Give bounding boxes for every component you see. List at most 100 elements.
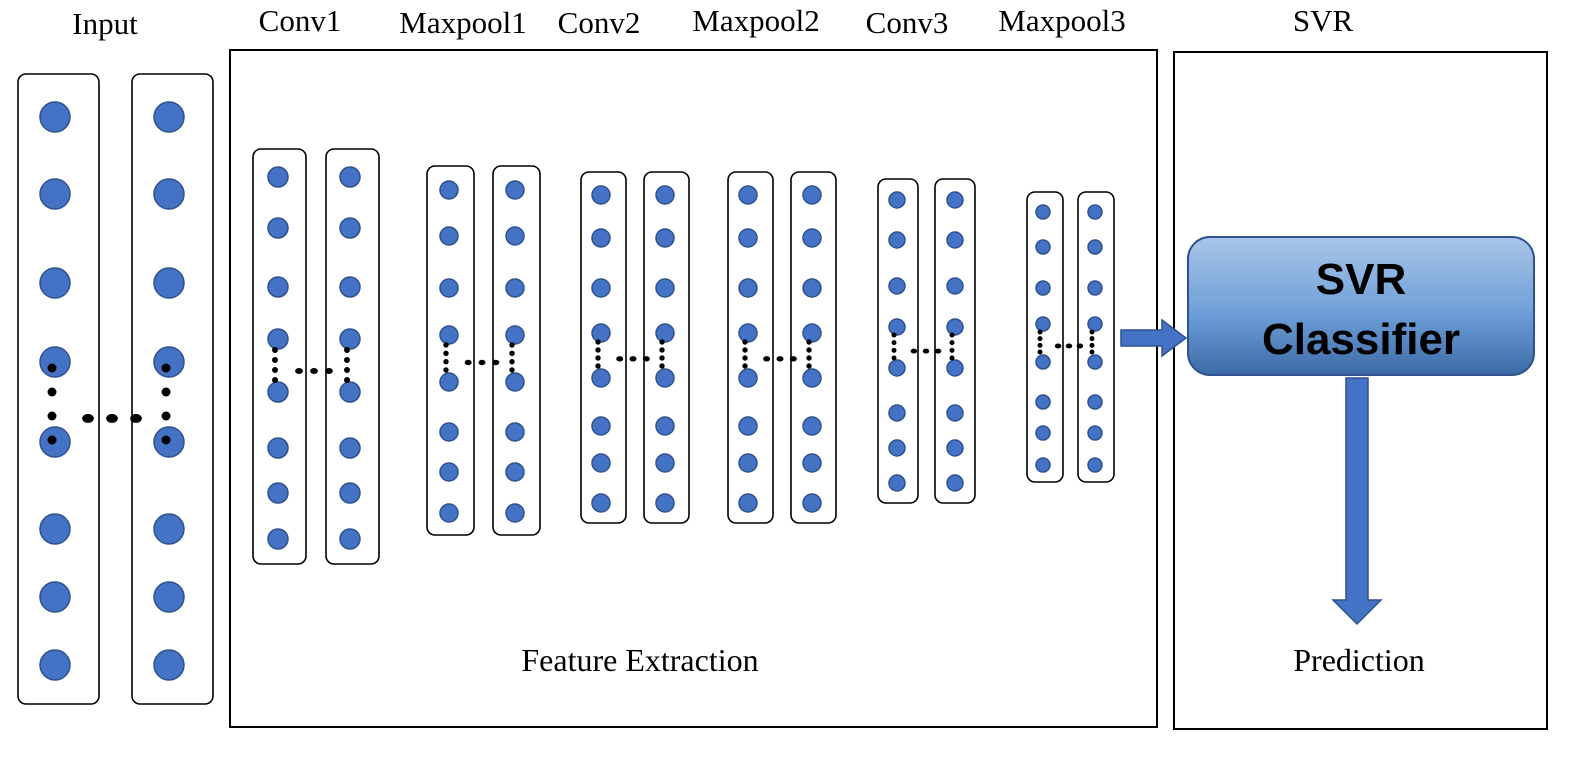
input-column-2 [131, 73, 214, 705]
input-node [39, 101, 71, 133]
feature-extraction-label: Feature Extraction [521, 642, 758, 678]
conv3-column-1 [877, 178, 919, 504]
conv1-ellipsis-dot [272, 347, 278, 353]
conv3-node [888, 474, 906, 492]
input-column-1 [17, 73, 100, 705]
conv1-node [267, 166, 289, 188]
maxpool1-node [439, 372, 459, 392]
maxpool3-node [1087, 204, 1103, 220]
prediction-label: Prediction [1293, 642, 1425, 678]
conv3-ellipsis-dot [922, 348, 930, 354]
maxpool3-column-2 [1077, 191, 1115, 483]
conv3-node [888, 231, 906, 249]
maxpool2-ellipsis-dot [742, 339, 748, 345]
conv3-node [946, 277, 964, 295]
maxpool2-node [802, 368, 822, 388]
conv1-ellipsis-dot [272, 357, 278, 363]
conv1-label: Conv1 [259, 3, 342, 38]
conv2-label: Conv2 [558, 5, 641, 40]
maxpool1-ellipsis-dot [509, 350, 515, 357]
conv1-node [339, 381, 361, 403]
conv2-node [591, 453, 611, 473]
maxpool1-node [439, 180, 459, 200]
conv2-node [591, 368, 611, 388]
maxpool1-node [505, 278, 525, 298]
conv3-node [946, 359, 964, 377]
conv3-node [946, 231, 964, 249]
maxpool2-ellipsis-dot [789, 356, 797, 362]
conv2-ellipsis-dot [659, 339, 665, 345]
conv2-ellipsis-dot [616, 356, 624, 362]
input-node [39, 513, 71, 545]
conv1-node [339, 328, 361, 350]
svr-label: SVR [1293, 3, 1354, 38]
conv2-node [655, 323, 675, 343]
maxpool2-node [738, 368, 758, 388]
conv3-ellipsis-dot [949, 340, 955, 346]
input-node [39, 649, 71, 681]
conv1-ellipsis-dot [344, 367, 350, 373]
conv2-node [655, 368, 675, 388]
maxpool1-node [505, 372, 525, 392]
conv1-ellipsis-dot [310, 368, 318, 374]
maxpool2-ellipsis-dot [742, 355, 748, 361]
maxpool3-node [1035, 457, 1051, 473]
maxpool3-node [1087, 239, 1103, 255]
conv3-ellipsis-dot [910, 348, 918, 354]
conv3-node [888, 439, 906, 457]
conv1-node [267, 381, 289, 403]
conv2-ellipsis-dot [659, 347, 665, 353]
maxpool2-node [738, 416, 758, 436]
maxpool1-ellipsis-dot [443, 350, 449, 357]
conv2-node [655, 493, 675, 513]
maxpool2-ellipsis-dot [806, 339, 812, 345]
conv1-ellipsis-dot [325, 368, 333, 374]
maxpool1-node [505, 180, 525, 200]
conv3-column-2 [934, 178, 976, 504]
maxpool3-label: Maxpool3 [998, 3, 1125, 38]
conv1-ellipsis-dot [272, 377, 278, 383]
conv2-ellipsis-dot [595, 363, 601, 369]
input-node [153, 513, 185, 545]
maxpool3-node [1087, 316, 1103, 332]
svr-classifier-line2: Classifier [1262, 315, 1460, 364]
maxpool2-label: Maxpool2 [692, 3, 819, 38]
maxpool3-layer [1026, 191, 1115, 483]
maxpool3-ellipsis-dot [1054, 343, 1062, 349]
input-ellipsis-dot [106, 413, 118, 423]
input-ellipsis-dot [47, 363, 57, 373]
maxpool1-ellipsis-dot [443, 342, 449, 348]
conv2-node [591, 278, 611, 298]
conv3-ellipsis-dot [949, 347, 955, 353]
maxpool2-node [738, 323, 758, 343]
maxpool2-ellipsis-dot [806, 363, 812, 369]
maxpool3-ellipsis-dot [1065, 343, 1073, 349]
input-ellipsis-dot [161, 363, 171, 373]
input-node [39, 267, 71, 299]
conv2-ellipsis-dot [642, 356, 650, 362]
input-node [39, 178, 71, 210]
conv1-ellipsis-dot [344, 347, 350, 353]
conv2-node [591, 416, 611, 436]
conv1-node [267, 217, 289, 239]
conv1-ellipsis-dot [272, 367, 278, 373]
maxpool3-node [1035, 280, 1051, 296]
input-ellipsis-dot [130, 413, 142, 423]
conv3-node [946, 439, 964, 457]
maxpool2-ellipsis-dot [806, 355, 812, 361]
maxpool1-node [439, 325, 459, 345]
input-node [153, 267, 185, 299]
maxpool1-ellipsis-dot [509, 342, 515, 348]
maxpool2-node [802, 453, 822, 473]
maxpool2-node [738, 185, 758, 205]
maxpool2-ellipsis-dot [742, 347, 748, 353]
input-ellipsis-dot [47, 411, 57, 421]
conv1-node [267, 276, 289, 298]
svr-classifier-line1: SVR [1316, 255, 1406, 304]
conv1-node [339, 276, 361, 298]
maxpool1-column-1 [426, 165, 475, 536]
maxpool2-column-1 [727, 171, 774, 524]
maxpool2-ellipsis-dot [763, 356, 771, 362]
input-node [153, 178, 185, 210]
maxpool2-node [738, 493, 758, 513]
